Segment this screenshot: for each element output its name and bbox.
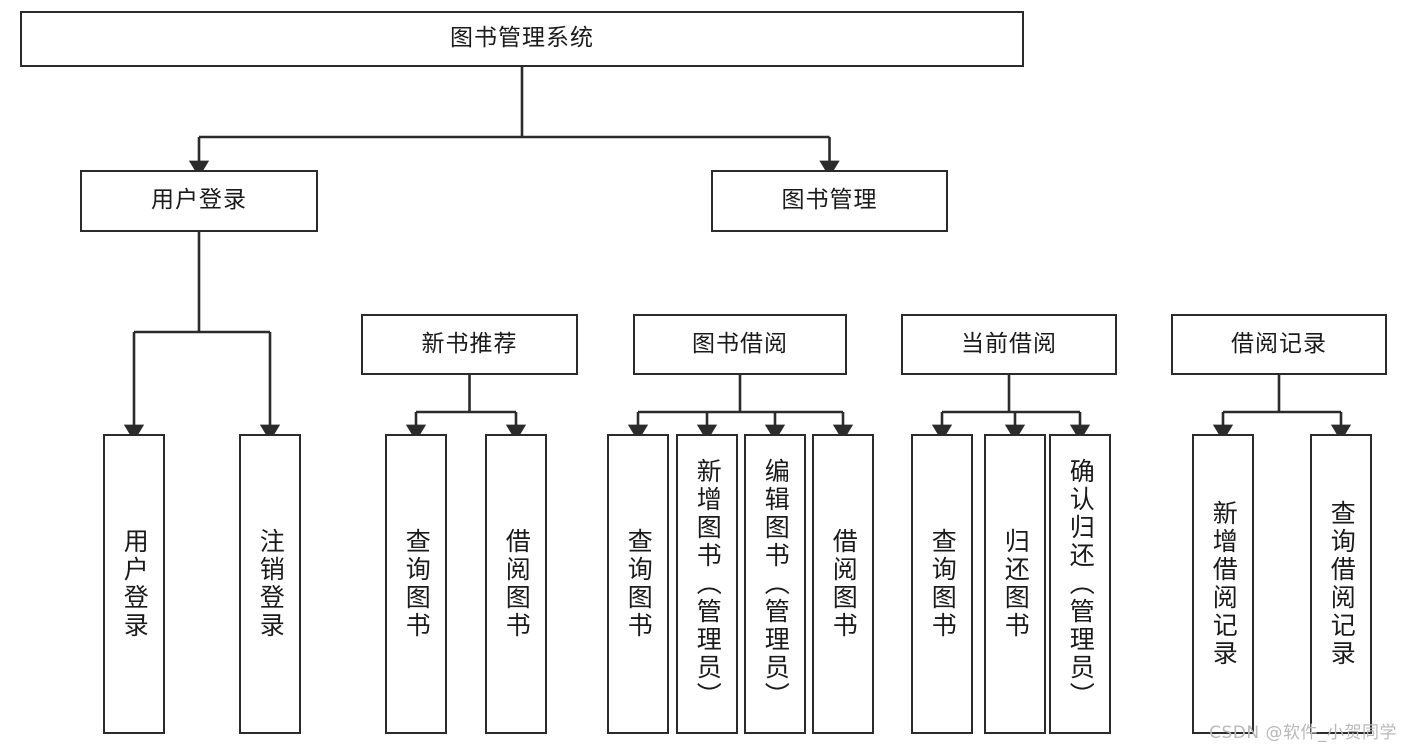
node-leaf-borrow-book-2[interactable]: 借阅图书 (812, 434, 874, 734)
node-leaf-logout[interactable]: 注销登录 (239, 434, 301, 734)
node-book-borrow[interactable]: 图书借阅 (633, 314, 847, 375)
node-borrow-record[interactable]: 借阅记录 (1171, 314, 1387, 375)
node-leaf-borrow-book-1[interactable]: 借阅图书 (485, 434, 547, 734)
node-leaf-confirm-return[interactable]: 确认归还（管理员） (1049, 434, 1111, 734)
node-label: 确认归还（管理员） (1066, 458, 1096, 710)
node-label: 图书借阅 (692, 330, 788, 357)
node-label: 查询图书 (402, 528, 432, 640)
node-label: 借阅图书 (829, 528, 859, 640)
node-root[interactable]: 图书管理系统 (20, 11, 1024, 67)
node-current-borrow[interactable]: 当前借阅 (901, 314, 1117, 375)
node-label: 用户登录 (120, 528, 150, 640)
node-leaf-query-book-3[interactable]: 查询图书 (911, 434, 973, 734)
node-label: 编辑图书（管理员） (761, 458, 791, 710)
node-label: 当前借阅 (961, 330, 1057, 357)
node-label: 查询图书 (624, 528, 654, 640)
node-label: 注销登录 (256, 528, 286, 640)
node-leaf-add-book[interactable]: 新增图书（管理员） (676, 434, 738, 734)
node-label: 借阅图书 (502, 528, 532, 640)
node-label: 图书管理 (781, 187, 878, 214)
csdn-watermark: CSDN @软件_小贺同学 (1209, 723, 1397, 743)
node-new-book-recommend[interactable]: 新书推荐 (361, 314, 578, 375)
node-user-login[interactable]: 用户登录 (80, 170, 318, 232)
node-label: 借阅记录 (1231, 330, 1327, 357)
node-label: 查询图书 (928, 528, 958, 640)
node-leaf-return-book[interactable]: 归还图书 (984, 434, 1046, 734)
node-leaf-query-book-2[interactable]: 查询图书 (607, 434, 669, 734)
node-label: 图书管理系统 (450, 25, 594, 52)
node-leaf-edit-book[interactable]: 编辑图书（管理员） (744, 434, 806, 734)
node-label: 新增图书（管理员） (693, 458, 723, 710)
node-book-manage[interactable]: 图书管理 (711, 170, 948, 232)
node-leaf-add-record[interactable]: 新增借阅记录 (1192, 434, 1254, 734)
node-label: 查询借阅记录 (1327, 500, 1357, 668)
node-leaf-query-record[interactable]: 查询借阅记录 (1310, 434, 1372, 734)
node-label: 归还图书 (1001, 528, 1031, 640)
node-label: 新书推荐 (421, 330, 518, 357)
node-label: 用户登录 (151, 187, 247, 214)
node-leaf-user-login[interactable]: 用户登录 (103, 434, 165, 734)
node-label: 新增借阅记录 (1209, 500, 1239, 668)
node-leaf-query-book-1[interactable]: 查询图书 (385, 434, 447, 734)
